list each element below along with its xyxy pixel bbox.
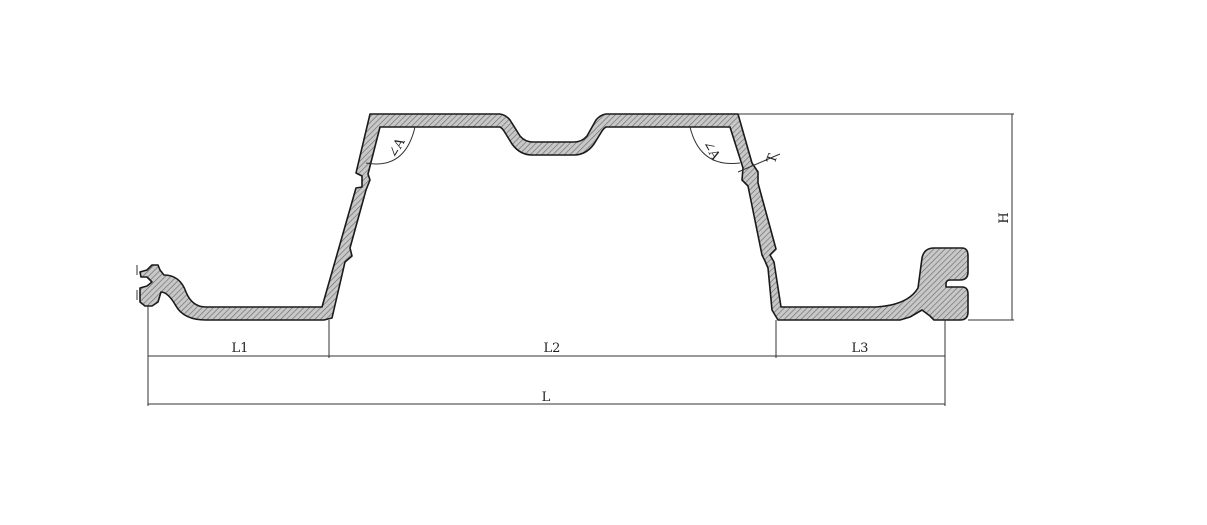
label-height: H — [997, 212, 1012, 223]
thickness-leader — [737, 153, 781, 173]
label-l3: L3 — [852, 341, 869, 356]
angle-arc-right — [689, 126, 741, 165]
label-l1: L1 — [232, 341, 249, 356]
label-l-total: L — [542, 390, 551, 405]
label-angle-left: ∠A — [385, 135, 408, 161]
sheet-pile-profile — [139, 113, 969, 321]
angle-arc-left — [365, 126, 416, 165]
label-thickness: T — [764, 152, 781, 166]
label-l2: L2 — [544, 341, 561, 356]
label-angle-right: ∠A — [699, 138, 722, 164]
